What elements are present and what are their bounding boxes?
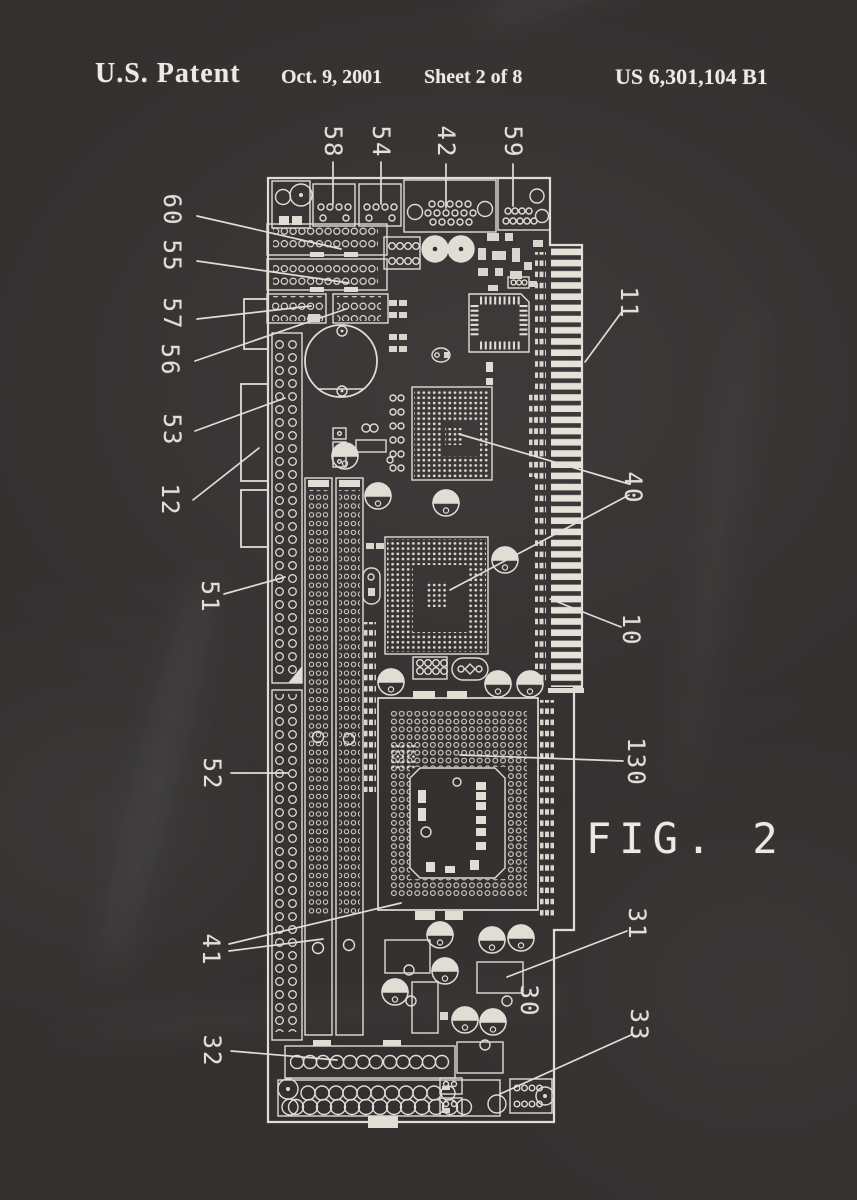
ref-label-12: 12	[156, 483, 184, 517]
component-31	[476, 961, 524, 994]
connector-42	[403, 179, 497, 233]
bga-chip-2	[384, 536, 489, 655]
memory-slots	[304, 477, 364, 1036]
bottom-connectors	[277, 1040, 555, 1117]
ref-label-30: 30	[515, 984, 543, 1018]
connector-59	[497, 177, 551, 231]
connector-32	[284, 1045, 456, 1079]
ref-label-32: 32	[198, 1034, 226, 1068]
ref-label-130: 130	[622, 737, 650, 787]
ref-label-10: 10	[617, 613, 645, 647]
connector-33	[509, 1078, 553, 1114]
ref-label-54: 54	[367, 125, 395, 159]
misc-components	[308, 233, 544, 698]
patent-sheet: Sheet 2 of 8	[424, 66, 523, 88]
pga-socket	[377, 691, 539, 920]
ref-label-11: 11	[615, 286, 643, 320]
ref-label-40: 40	[619, 471, 647, 505]
patent-number: US 6,301,104 B1	[615, 64, 768, 89]
ref-label-33: 33	[625, 1008, 653, 1042]
bga-chip-1	[411, 386, 493, 481]
ref-label-31: 31	[623, 907, 651, 941]
ref-label-55: 55	[158, 239, 186, 273]
left-brackets	[240, 298, 269, 548]
connector-58	[312, 183, 356, 227]
edge-connector-fingers	[551, 247, 582, 687]
ref-label-57: 57	[158, 297, 186, 331]
circuit-board	[192, 161, 632, 1128]
ref-label-41: 41	[197, 933, 225, 967]
patent-date: Oct. 9, 2001	[281, 66, 383, 88]
io-connectors	[271, 177, 551, 233]
leader-lines	[192, 161, 632, 1095]
patent-title: U.S. Patent	[95, 58, 241, 89]
ref-label-58: 58	[319, 125, 347, 159]
pin-header-column	[271, 332, 303, 1041]
ref-label-52: 52	[198, 757, 226, 791]
ref-label-59: 59	[499, 125, 527, 159]
coin-battery	[304, 324, 378, 398]
connector-54	[358, 183, 402, 227]
ref-label-56: 56	[156, 343, 184, 377]
ref-label-42: 42	[432, 125, 460, 159]
ref-label-51: 51	[196, 580, 224, 614]
ref-label-60: 60	[158, 193, 186, 227]
bottom-components	[381, 921, 535, 1074]
figure-label: FIG. 2	[586, 814, 786, 863]
ref-label-53: 53	[158, 413, 186, 447]
qfp-chip	[468, 276, 530, 385]
